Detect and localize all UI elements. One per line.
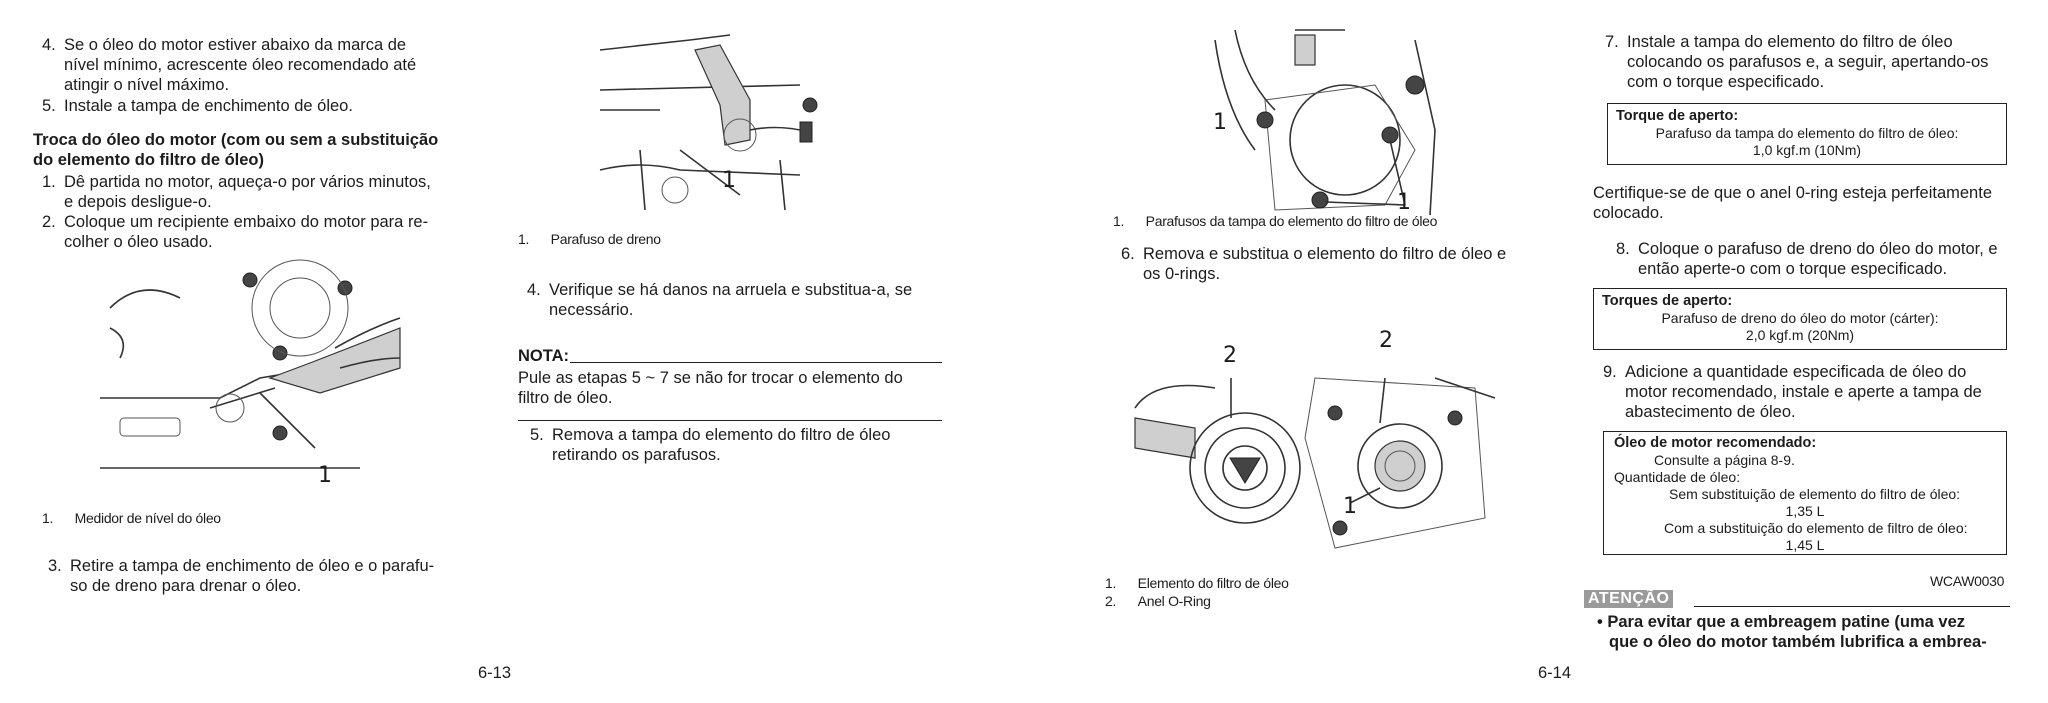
note-text: Pule as etapas 5 ~ 7 se não for trocar o… <box>518 369 903 407</box>
oring-note: Certifique-se de que o anel 0-ring estej… <box>1593 184 1992 222</box>
step-number: 7. <box>1605 33 1619 51</box>
step-text: Coloque o parafuso de dreno do óleo do m… <box>1638 240 1998 278</box>
page-number-right: 6-14 <box>1538 664 1572 682</box>
figure-caption: 1. Parafusos da tampa do elemento do fil… <box>1113 213 1438 229</box>
step-text: Dê partida no motor, aqueça-o por vários… <box>64 173 431 211</box>
note-rule-top <box>570 362 942 363</box>
step-text: Verifique se há danos na arruela e subst… <box>549 281 913 319</box>
step-number: 8. <box>1616 240 1630 258</box>
step-number: 3. <box>48 557 62 575</box>
drain-bolt-illustration <box>599 34 818 211</box>
warning-text: • Para evitar que a embreagem patine (um… <box>1597 613 1987 651</box>
step-text: Se o óleo do motor estiver abaixo da mar… <box>64 36 417 94</box>
callout-number: 1 <box>1397 190 1411 215</box>
figure-caption: 1. Medidor de nível do óleo <box>42 510 221 526</box>
note-label: NOTA: <box>518 347 570 365</box>
step-number: 1. <box>42 173 56 191</box>
step-number: 5. <box>42 97 56 115</box>
step-text: Coloque um recipiente embaixo do motor p… <box>64 213 429 251</box>
filter-cover-bolts-illustration <box>1214 29 1436 216</box>
note-rule-bottom <box>518 420 942 421</box>
figure-caption: 1. Elemento do filtro de óleo 2. Anel O-… <box>1105 575 1289 609</box>
step-number: 2. <box>42 213 56 231</box>
callout-number: 1 <box>318 463 332 488</box>
step-text: Remova e substitua o elemento do filtro … <box>1143 245 1507 283</box>
bullet-icon: • <box>1597 613 1603 631</box>
callout-number: 2 <box>1223 343 1237 368</box>
step-text: Instale a tampa de enchimento de óleo. <box>64 97 353 115</box>
page-number-left: 6-13 <box>478 664 512 682</box>
section-heading: Troca do óleo do motor (com ou sem a sub… <box>33 131 439 169</box>
step-number: 9. <box>1603 363 1617 381</box>
step-number: 5. <box>530 426 544 444</box>
step-number: 4. <box>527 281 541 299</box>
warning-header: ATENÇÃO <box>1584 590 2010 608</box>
torque-spec-box-drain-bolt: Torques de aperto: Parafuso de dreno do … <box>1593 288 2007 350</box>
step-number: 4. <box>42 36 56 54</box>
warning-rule <box>1694 606 2010 607</box>
step-text: Remova a tampa do elemento do filtro de … <box>552 426 891 464</box>
callout-number: 1 <box>1213 110 1227 135</box>
callout-number: 1 <box>722 168 736 193</box>
figure-caption: 1. Parafuso de dreno <box>518 231 661 247</box>
warning-code: WCAW0030 <box>1930 573 2005 589</box>
step-text: Retire a tampa de enchimento de óleo e o… <box>70 557 435 595</box>
step-text: Adicione a quantidade especificada de ól… <box>1625 363 1982 421</box>
filter-element-oring-illustration <box>1134 377 1496 549</box>
step-number: 6. <box>1121 245 1135 263</box>
torque-spec-box-filter-cover: Torque de aperto: Parafuso da tampa do e… <box>1607 103 2007 165</box>
callout-number: 1 <box>1343 494 1357 519</box>
dipstick-illustration <box>100 259 401 469</box>
step-text: Instale a tampa do elemento do filtro de… <box>1627 33 1989 91</box>
recommended-oil-box: Óleo de motor recomendado: Consulte a pá… <box>1603 431 2007 555</box>
callout-number: 2 <box>1379 328 1393 353</box>
warning-label: ATENÇÃO <box>1584 590 1674 608</box>
